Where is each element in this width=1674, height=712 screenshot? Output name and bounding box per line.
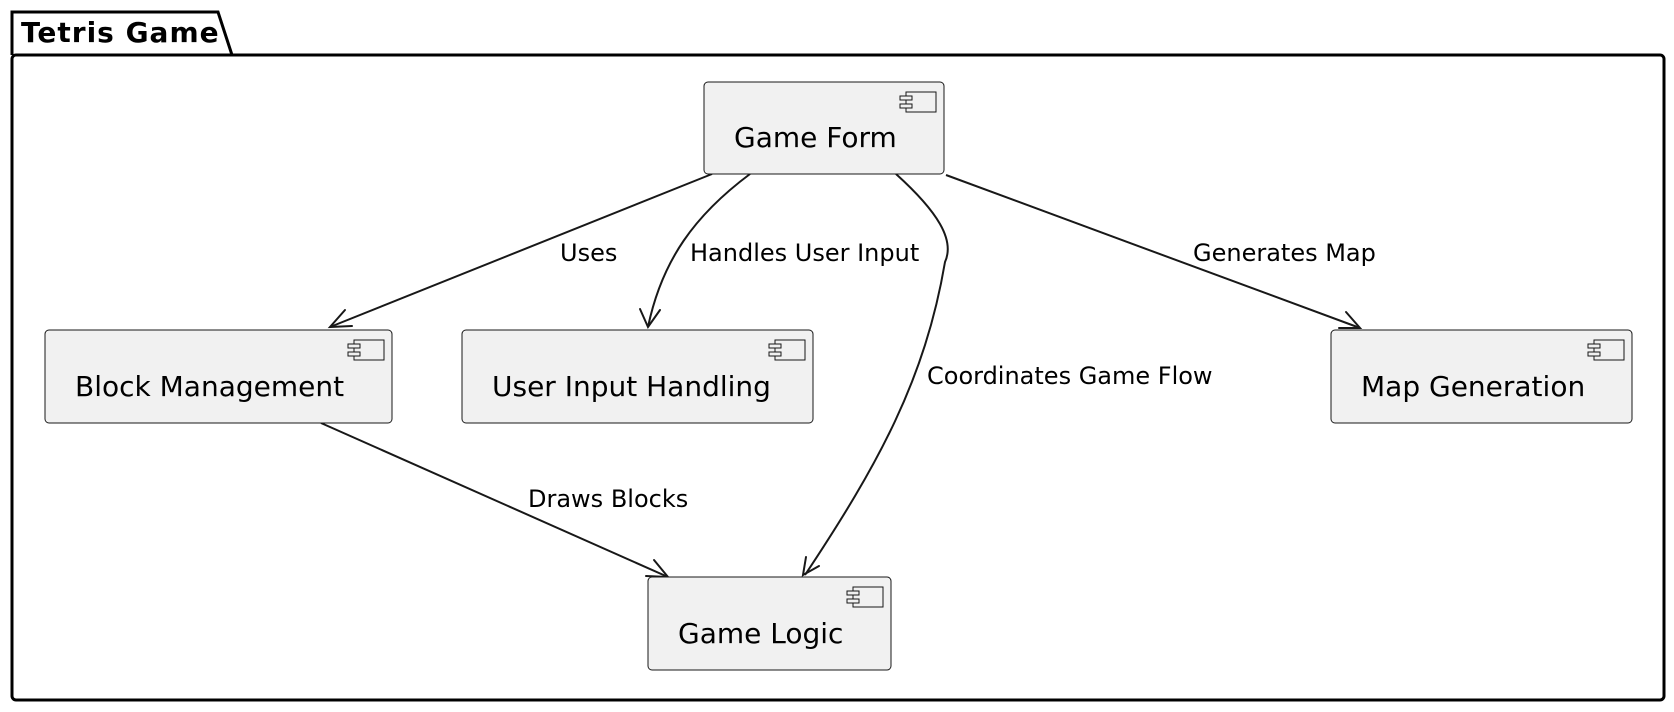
edges xyxy=(320,173,1363,579)
edge-uses xyxy=(329,173,713,328)
edge-label-uses: Uses xyxy=(560,239,617,267)
component-game-logic[interactable]: Game Logic xyxy=(647,576,892,671)
component-game-form[interactable]: Game Form xyxy=(703,81,945,175)
component-label: User Input Handling xyxy=(492,370,771,403)
edge-label-coordinates-game-flow: Coordinates Game Flow xyxy=(927,362,1213,390)
package-tab xyxy=(10,10,234,56)
component-icon xyxy=(1587,339,1625,361)
package-tetris-game: Tetris Game xyxy=(10,10,1666,702)
component-user-input-handling[interactable]: User Input Handling xyxy=(461,329,814,424)
package-frame xyxy=(10,53,1666,702)
arrowhead-icon xyxy=(327,309,353,329)
component-icon xyxy=(899,91,937,113)
component-box xyxy=(461,329,814,424)
component-map-generation[interactable]: Map Generation xyxy=(1330,329,1633,424)
arrowhead-icon xyxy=(1338,311,1363,329)
component-box xyxy=(44,329,393,424)
edge-draws-blocks xyxy=(320,422,669,578)
package-title: Tetris Game xyxy=(21,16,220,49)
edge-label-generates-map: Generates Map xyxy=(1193,239,1376,267)
component-block-management[interactable]: Block Management xyxy=(44,329,393,424)
component-box xyxy=(647,576,892,671)
component-icon xyxy=(768,339,806,361)
edge-label-draws-blocks: Draws Blocks xyxy=(528,485,688,513)
edge-coordinates-game-flow xyxy=(804,173,949,576)
edge-generates-map xyxy=(945,174,1361,329)
component-icon xyxy=(846,586,884,608)
component-label: Block Management xyxy=(75,370,344,403)
arrowhead-icon xyxy=(801,556,820,577)
component-box xyxy=(1330,329,1633,424)
component-box xyxy=(703,81,945,175)
component-label: Map Generation xyxy=(1361,370,1585,403)
arrowhead-icon xyxy=(639,308,661,330)
edge-label-handles-user-input: Handles User Input xyxy=(690,239,919,267)
component-label: Game Form xyxy=(734,121,897,154)
component-label: Game Logic xyxy=(678,617,843,650)
component-icon xyxy=(347,339,385,361)
edge-handles-user-input xyxy=(647,173,751,328)
